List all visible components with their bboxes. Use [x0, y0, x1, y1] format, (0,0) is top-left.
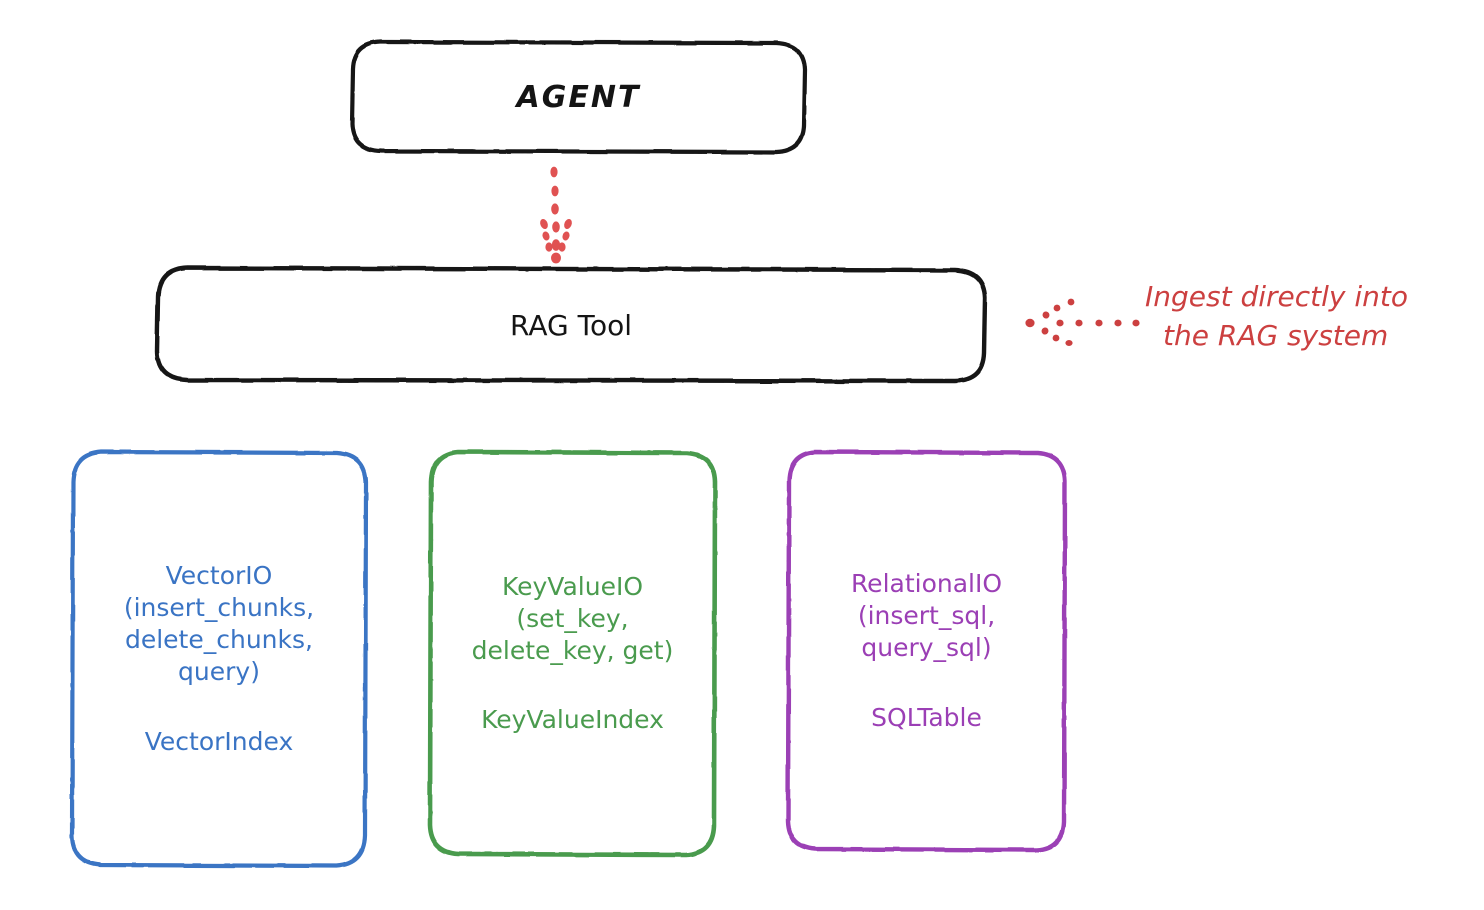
agent-box-outline: [349, 39, 808, 155]
agent-node[interactable]: [349, 39, 808, 155]
agent-to-rag-connector: [540, 166, 572, 264]
relational-io-box-outline: [785, 449, 1068, 853]
rag-tool-node[interactable]: [154, 265, 988, 384]
key-value-io-node[interactable]: [427, 449, 718, 858]
ingest-arrow-icon: [1025, 298, 1140, 346]
vector-io-box-outline: [69, 449, 369, 869]
relational-io-node[interactable]: [785, 449, 1068, 853]
key-value-io-box-outline: [427, 449, 718, 858]
vector-io-node[interactable]: [69, 449, 369, 869]
rag-tool-box-outline: [154, 265, 988, 384]
